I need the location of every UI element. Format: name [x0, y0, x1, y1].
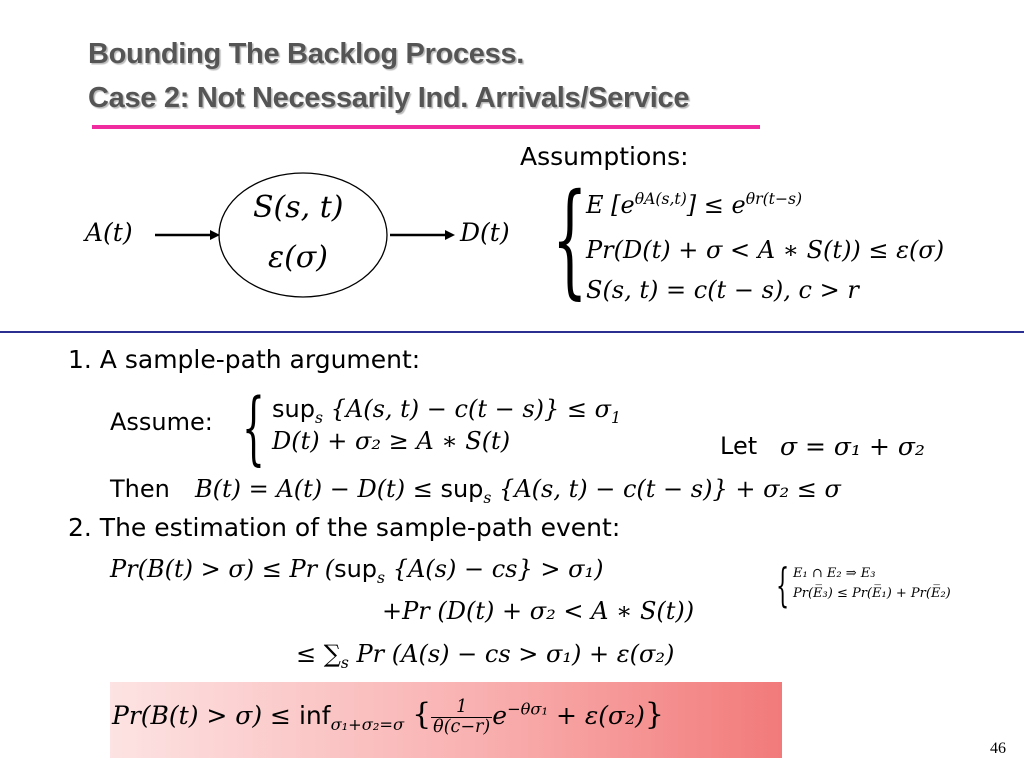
server-diagram: [155, 172, 455, 298]
section-divider: [0, 331, 1024, 333]
server-label: S(s, t): [253, 190, 344, 225]
assumption-probability: Pr(D(t) + σ < A ∗ S(t)) ≤ ε(σ): [586, 236, 945, 264]
let-label: Let: [720, 432, 758, 460]
result-highlight-box: [110, 682, 782, 758]
item2-label: 2. The estimation of the sample-path eve…: [68, 513, 621, 542]
output-label: D(t): [460, 218, 510, 247]
assume-line2: D(t) + σ₂ ≥ A ∗ S(t): [272, 427, 511, 455]
slide-title-line2: Case 2: Not Necessarily Ind. Arrivals/Se…: [88, 82, 690, 114]
assume-line1: sups {A(s, t) − c(t − s)} ≤ σ1: [272, 395, 621, 427]
assumptions-heading: Assumptions:: [520, 142, 689, 171]
assume-brace: {: [242, 381, 265, 474]
assumptions-brace: {: [552, 168, 588, 312]
let-expression: σ = σ₁ + σ₂: [780, 432, 925, 461]
estimate-line3: ≤ ∑s Pr (A(s) − cs > σ₁) + ε(σ₂): [296, 640, 675, 672]
assumption-service: S(s, t) = c(t − s), c > r: [586, 276, 859, 304]
assumption-expectation: E [eθA(s,t)] ≤ eθr(t−s): [586, 190, 803, 219]
item1-label: 1. A sample-path argument:: [68, 345, 421, 374]
estimate-line2: +Pr (D(t) + σ₂ < A ∗ S(t)): [382, 597, 695, 625]
side-brace: {: [776, 558, 790, 612]
slide-title-line1: Bounding The Backlog Process.: [88, 38, 525, 70]
page-number: 46: [990, 740, 1006, 757]
estimate-line1: Pr(B(t) > σ) ≤ Pr (sups {A(s) − cs} > σ₁…: [110, 555, 604, 587]
assume-label: Assume:: [110, 408, 213, 436]
server-epsilon: ε(σ): [268, 240, 328, 275]
then-label: Then: [110, 475, 170, 503]
then-expression: B(t) = A(t) − D(t) ≤ sups {A(s, t) − c(t…: [195, 475, 841, 507]
input-label: A(t): [85, 218, 133, 247]
title-underline: [92, 125, 760, 129]
side-note-2: Pr(E̅₃) ≤ Pr(E̅₁) + Pr(E̅₂): [793, 586, 951, 601]
side-note-1: E₁ ∩ E₂ ⇒ E₃: [793, 566, 876, 581]
